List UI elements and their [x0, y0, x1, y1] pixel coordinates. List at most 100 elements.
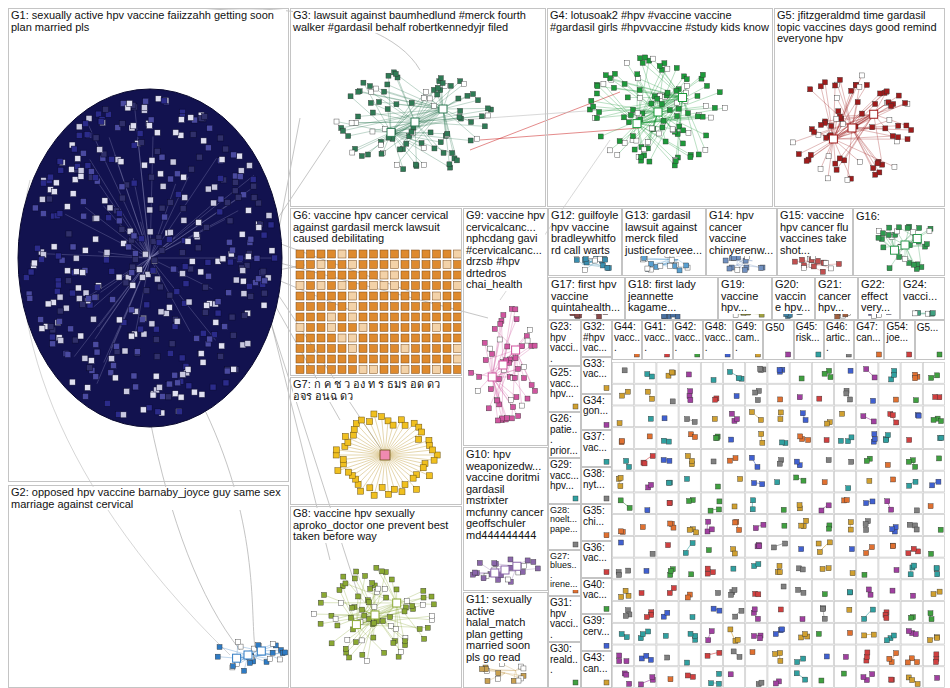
vertex-icon	[296, 250, 304, 258]
vertex-icon	[219, 157, 225, 163]
network-edge	[74, 258, 150, 357]
vertex-icon	[521, 564, 526, 569]
vertex-icon	[531, 559, 536, 564]
vertex-icon	[909, 128, 914, 133]
vertex-icon	[317, 282, 325, 290]
vertex-icon	[132, 256, 138, 262]
vertex-icon	[341, 128, 346, 133]
vertex-icon	[591, 104, 596, 109]
hub-icon	[512, 346, 520, 354]
vertex-icon	[708, 115, 713, 120]
vertex-icon	[363, 573, 368, 578]
network-edge	[505, 673, 524, 676]
vertex-icon	[388, 623, 393, 628]
vertex-icon	[86, 295, 92, 301]
vertex-icon	[385, 82, 390, 87]
network-edge	[356, 616, 432, 625]
vertex-icon	[420, 465, 426, 471]
vertex-icon	[834, 95, 839, 100]
network-edge	[348, 455, 385, 472]
vertex-icon	[479, 667, 484, 672]
network-edge	[852, 128, 879, 172]
vertex-icon	[495, 398, 500, 403]
vertex-icon	[487, 346, 492, 351]
vertex-icon	[217, 175, 223, 181]
vertex-icon	[240, 268, 246, 274]
vertex-icon	[825, 176, 830, 181]
vertex-icon	[717, 90, 722, 95]
network-edge	[837, 114, 874, 170]
network-edge	[375, 598, 424, 615]
network-link	[275, 290, 385, 455]
vertex-icon	[317, 250, 325, 258]
vertex-icon	[512, 375, 517, 380]
network-edge	[610, 78, 682, 97]
vertex-icon	[731, 256, 736, 261]
vertex-icon	[180, 271, 186, 277]
vertex-icon	[513, 356, 518, 361]
vertex-icon	[485, 106, 490, 111]
vertex-icon	[637, 88, 642, 93]
vertex-icon	[168, 176, 174, 182]
vertex-icon	[896, 135, 901, 140]
vertex-icon	[116, 218, 122, 224]
network-edge	[492, 377, 507, 418]
network-edge	[396, 74, 443, 109]
vertex-icon	[296, 271, 304, 279]
network-edge	[847, 128, 852, 180]
vertex-icon	[808, 152, 813, 157]
vertex-icon	[158, 309, 164, 315]
vertex-icon	[328, 261, 336, 269]
vertex-icon	[27, 295, 33, 301]
vertex-icon	[47, 174, 53, 180]
network-edge	[150, 211, 238, 258]
vertex-icon	[849, 88, 854, 93]
hub-icon	[913, 235, 921, 243]
vertex-icon	[54, 288, 60, 294]
vertex-icon	[391, 292, 399, 300]
vertex-icon	[796, 152, 801, 157]
network-edge	[385, 445, 429, 455]
vertex-icon	[188, 266, 194, 272]
vertex-icon	[338, 345, 346, 353]
network-edge	[338, 455, 385, 471]
vertex-icon	[511, 405, 516, 410]
hub-icon	[901, 241, 909, 249]
vertex-icon	[441, 150, 446, 155]
vertex-icon	[836, 261, 841, 266]
network-edge	[852, 128, 877, 163]
network-edge	[833, 75, 862, 139]
vertex-icon	[904, 123, 909, 128]
vertex-icon	[422, 345, 430, 353]
vertex-icon	[224, 368, 230, 374]
vertex-icon	[468, 138, 473, 143]
vertex-icon	[820, 269, 825, 274]
vertex-icon	[180, 372, 186, 378]
vertex-icon	[72, 337, 78, 343]
vertex-icon	[359, 313, 367, 321]
vertex-icon	[660, 125, 665, 130]
vertex-icon	[486, 406, 491, 411]
vertex-icon	[422, 303, 430, 311]
vertex-icon	[401, 271, 409, 279]
vertex-icon	[674, 65, 679, 70]
vertex-icon	[178, 117, 184, 123]
vertex-icon	[260, 268, 266, 274]
vertex-icon	[194, 335, 200, 341]
network-edge	[391, 132, 452, 153]
vertex-icon	[222, 324, 228, 330]
vertex-icon	[380, 292, 388, 300]
vertex-icon	[277, 657, 282, 662]
vertex-icon	[119, 121, 125, 127]
vertex-icon	[482, 124, 487, 129]
vertex-icon	[684, 263, 689, 268]
vertex-icon	[220, 256, 226, 262]
hub-icon	[380, 450, 390, 460]
vertex-icon	[401, 292, 409, 300]
vertex-icon	[341, 574, 346, 579]
vertex-icon	[307, 250, 315, 258]
network-link	[276, 262, 488, 318]
network-edge	[833, 85, 866, 139]
vertex-icon	[394, 587, 399, 592]
vertex-icon	[116, 317, 122, 323]
